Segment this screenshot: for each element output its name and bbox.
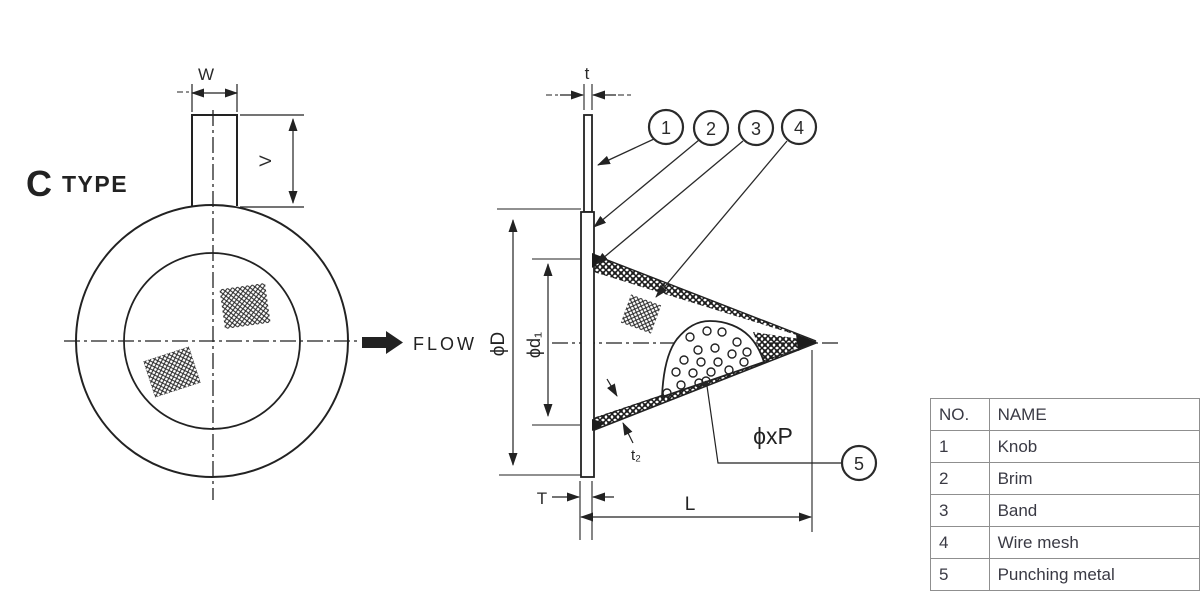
dim-phi-xp-label: ϕxP	[753, 423, 793, 449]
balloon-4: 4	[780, 108, 818, 146]
balloon-5: 5	[840, 444, 878, 482]
outer-ring	[75, 204, 349, 478]
punching-metal-dome	[661, 320, 766, 399]
part-no: 4	[930, 526, 990, 559]
table-row: 1 Knob	[930, 430, 1200, 463]
dim-phi-d-label: ϕD	[488, 332, 509, 356]
side-view: t ϕD ϕd₁ T L	[488, 64, 841, 540]
band-attach-bottom	[592, 419, 605, 431]
dim-v: V	[240, 114, 304, 208]
brim-plate	[580, 211, 595, 478]
parts-table-header-row: NO. NAME	[930, 398, 1200, 431]
knob-side	[583, 114, 593, 213]
dim-t-label: t	[585, 64, 590, 83]
part-name: Knob	[988, 430, 1200, 463]
dim-w: W	[177, 65, 238, 112]
dim-phi-d1: ϕd₁	[524, 258, 580, 426]
dim-t2-label: t₂	[631, 447, 641, 464]
balloon-3-number: 3	[751, 119, 761, 139]
parts-table-header-name: NAME	[988, 398, 1200, 431]
table-row: 2 Brim	[930, 462, 1200, 495]
table-row: 3 Band	[930, 494, 1200, 527]
flow-annotation: FLOW	[362, 331, 477, 354]
table-row: 5 Punching metal	[930, 558, 1200, 591]
dim-phi-xp: ϕxP	[703, 380, 841, 464]
wire-mesh-patch-upper	[219, 282, 271, 330]
parts-table-header-no: NO.	[930, 398, 990, 431]
balloon-2-number: 2	[706, 119, 716, 139]
front-view: C TYPE W V	[26, 65, 360, 500]
dim-t2: t₂	[606, 378, 641, 464]
dim-L-label: L	[685, 494, 696, 515]
punch-holes	[662, 326, 752, 398]
dim-w-label: W	[198, 65, 214, 84]
wire-mesh-patch-side	[620, 294, 662, 334]
flow-arrow-icon	[362, 331, 403, 354]
type-letter: C	[26, 163, 52, 204]
dim-T-label: T	[537, 489, 547, 508]
cone-apex-solid	[796, 334, 817, 351]
part-name: Punching metal	[988, 558, 1200, 591]
part-name: Band	[988, 494, 1200, 527]
dim-T: T	[537, 481, 614, 540]
type-word: TYPE	[62, 171, 128, 197]
part-name: Wire mesh	[988, 526, 1200, 559]
balloon-2: 2	[692, 109, 730, 147]
balloon-4-number: 4	[794, 118, 804, 138]
parts-table: NO. NAME 1 Knob 2 Brim 3 Band 4 Wire mes…	[930, 398, 1200, 591]
part-no: 3	[930, 494, 990, 527]
wire-mesh-patch-lower	[143, 346, 201, 398]
inner-ring	[123, 252, 301, 430]
balloon-1: 1	[647, 108, 685, 146]
part-no: 2	[930, 462, 990, 495]
dim-t: t	[546, 64, 631, 110]
part-no: 5	[930, 558, 990, 591]
dim-v-label: V	[256, 155, 275, 167]
balloon-callouts: 1 2 3 4 5	[593, 108, 878, 482]
balloon-1-number: 1	[661, 118, 671, 138]
balloon-5-number: 5	[854, 454, 864, 474]
knob-front	[191, 114, 238, 206]
balloon-3: 3	[737, 109, 775, 147]
part-name: Brim	[988, 462, 1200, 495]
dim-L: L	[580, 350, 813, 532]
part-no: 1	[930, 430, 990, 463]
dim-phi-d: ϕD	[488, 208, 581, 476]
dim-phi-d1-label: ϕd₁	[524, 332, 544, 358]
flow-label: FLOW	[413, 334, 477, 354]
table-row: 4 Wire mesh	[930, 526, 1200, 559]
